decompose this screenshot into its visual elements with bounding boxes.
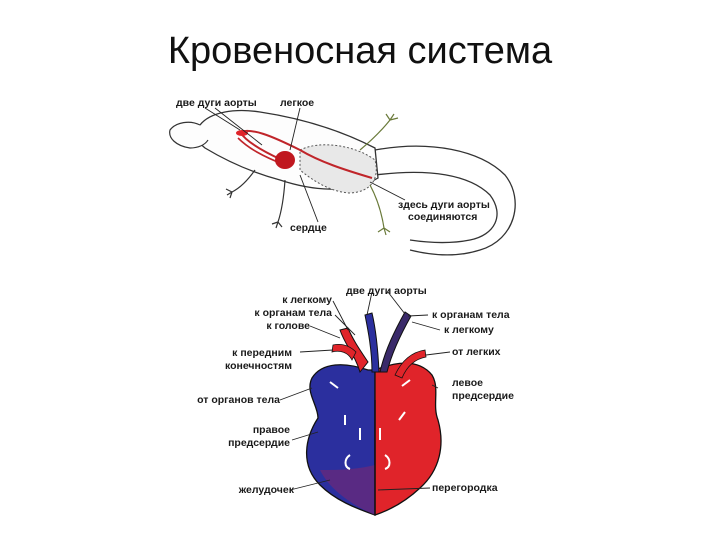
heart-left-side-arterial [374, 362, 442, 516]
heart-label-ventricle: желудочек [238, 484, 295, 496]
heart-label-left-atrium-2: предсердие [452, 390, 514, 402]
heart-label-left-atrium-1: левое [452, 377, 483, 389]
flow-arrow-7 [384, 454, 391, 470]
vessel-red-right [394, 349, 427, 379]
lizard-heart [275, 151, 295, 169]
vessel-pulmonary-blue [364, 312, 380, 373]
heart-label-to-lung-right: к легкому [444, 324, 494, 336]
lizard-tail [374, 145, 516, 256]
vessel-aorta-dark-right [379, 311, 412, 373]
heart-label-right-atrium-2: предсердие [228, 437, 290, 449]
lizard-illustration [169, 107, 516, 256]
heart-label-to-head: к голове [266, 320, 310, 332]
heart-label-forelimbs-2: конечностям [225, 360, 292, 372]
flow-arrow-1 [329, 381, 339, 389]
lizard-front-leg [225, 169, 256, 199]
heart-illustration [279, 291, 451, 516]
heart-label-to-organs-right: к органам тела [432, 309, 510, 321]
flow-arrow-4 [344, 454, 351, 470]
lizard-label-two-arches: две дуги аорты [176, 97, 257, 109]
page-title: Кровеносная система [167, 30, 553, 72]
flow-arrow-5 [401, 379, 411, 387]
heart-label-two-arches: две дуги аорты [346, 285, 427, 297]
lizard-label-heart: сердце [290, 222, 327, 234]
lizard-lung [299, 144, 377, 194]
lizard-label-join-2: соединяются [408, 211, 477, 223]
lizard-label-join-1: здесь дуги аорты [398, 199, 490, 211]
flow-arrow-6 [398, 411, 406, 421]
lizard-label-lung: легкое [280, 97, 314, 109]
heart-ventricle-mixed [320, 465, 375, 515]
lizard-back-leg [359, 113, 399, 151]
heart-label-to-lung-left: к легкому [282, 294, 332, 306]
heart-label-from-lungs: от легких [452, 346, 501, 358]
heart-label-from-organs: от органов тела [197, 394, 280, 406]
heart-label-right-atrium-1: правое [253, 424, 290, 436]
lizard-head [169, 121, 209, 149]
lizard-aorta-right [238, 129, 373, 179]
heart-label-to-organs-left: к органам тела [254, 307, 332, 319]
heart-label-septum: перегородка [432, 482, 498, 494]
heart-label-forelimbs-1: к передним [232, 347, 292, 359]
